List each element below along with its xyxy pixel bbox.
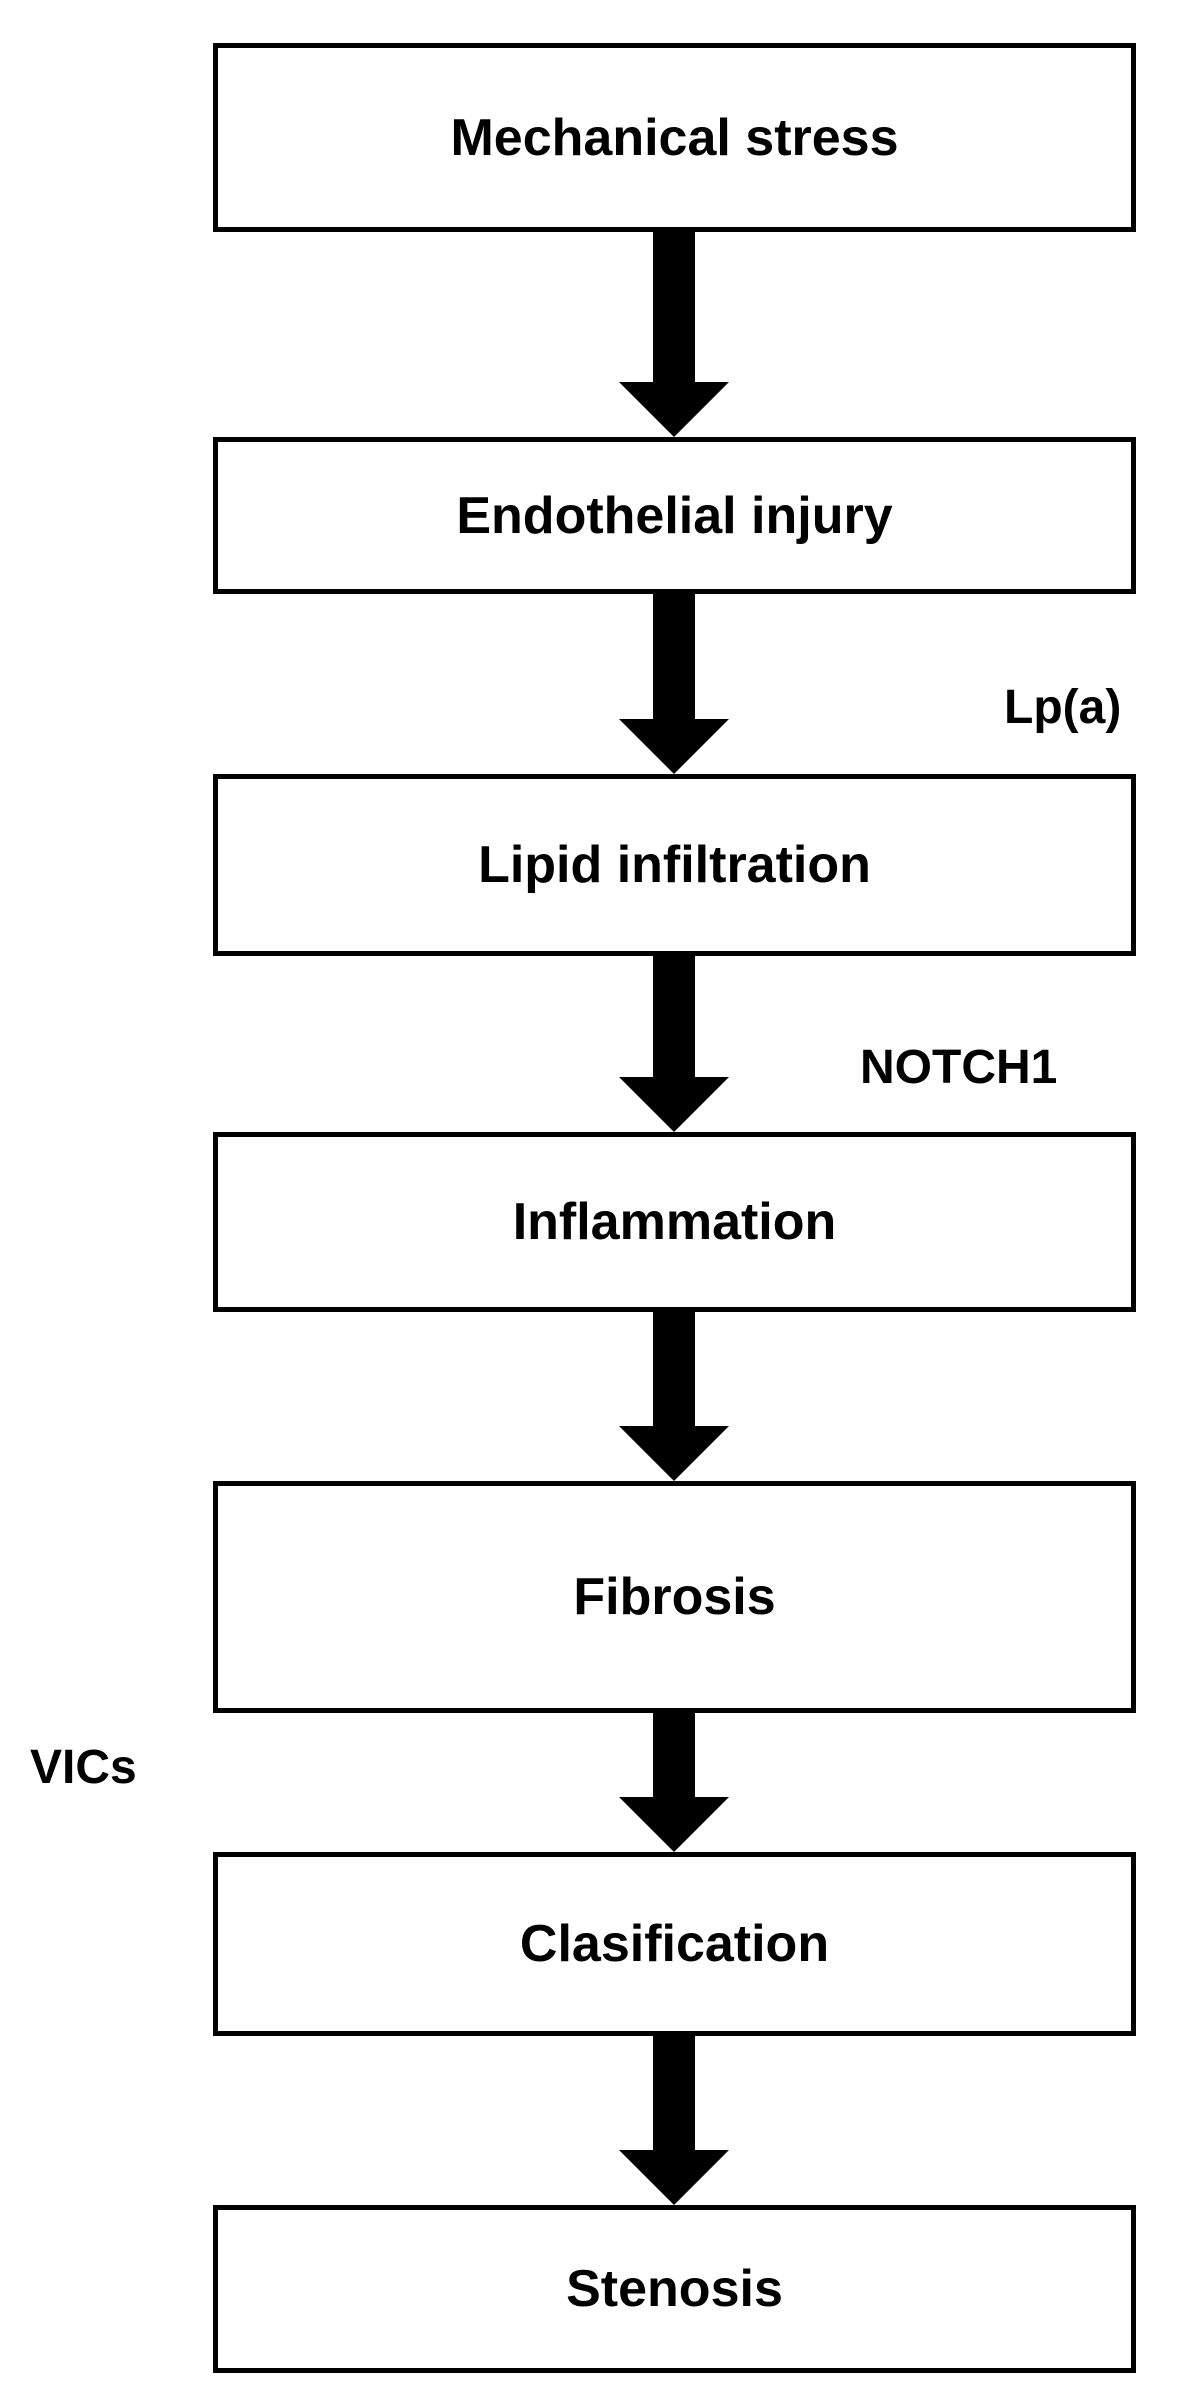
step-box-mechanical-stress: Mechanical stress [213, 43, 1136, 232]
step-box-clasification: Clasification [213, 1852, 1136, 2036]
step-label-stenosis: Stenosis [566, 2260, 783, 2318]
down-arrow-2 [619, 594, 729, 774]
step-box-inflammation: Inflammation [213, 1132, 1136, 1312]
down-arrow-1 [619, 232, 729, 437]
step-box-lipid-infiltration: Lipid infiltration [213, 774, 1136, 956]
down-arrow-4 [619, 1312, 729, 1481]
annotation-vics: VICs [30, 1741, 137, 1794]
down-arrow-6 [619, 2036, 729, 2205]
step-label-clasification: Clasification [519, 1915, 830, 1973]
step-label-endothelial-injury: Endothelial injury [456, 486, 893, 545]
step-box-fibrosis: Fibrosis [213, 1481, 1136, 1713]
annotation-notch1: NOTCH1 [860, 1041, 1058, 1094]
step-box-endothelial-injury: Endothelial injury [213, 437, 1136, 594]
step-label-lipid-infiltration: Lipid infiltration [478, 836, 871, 894]
step-label-mechanical-stress: Mechanical stress [450, 108, 899, 167]
annotation-lp-a: Lp(a) [1004, 681, 1122, 734]
step-box-stenosis: Stenosis [213, 2205, 1136, 2373]
down-arrow-5 [619, 1713, 729, 1852]
step-label-fibrosis: Fibrosis [573, 1568, 776, 1626]
down-arrow-3 [619, 956, 729, 1132]
step-label-inflammation: Inflammation [512, 1193, 837, 1251]
